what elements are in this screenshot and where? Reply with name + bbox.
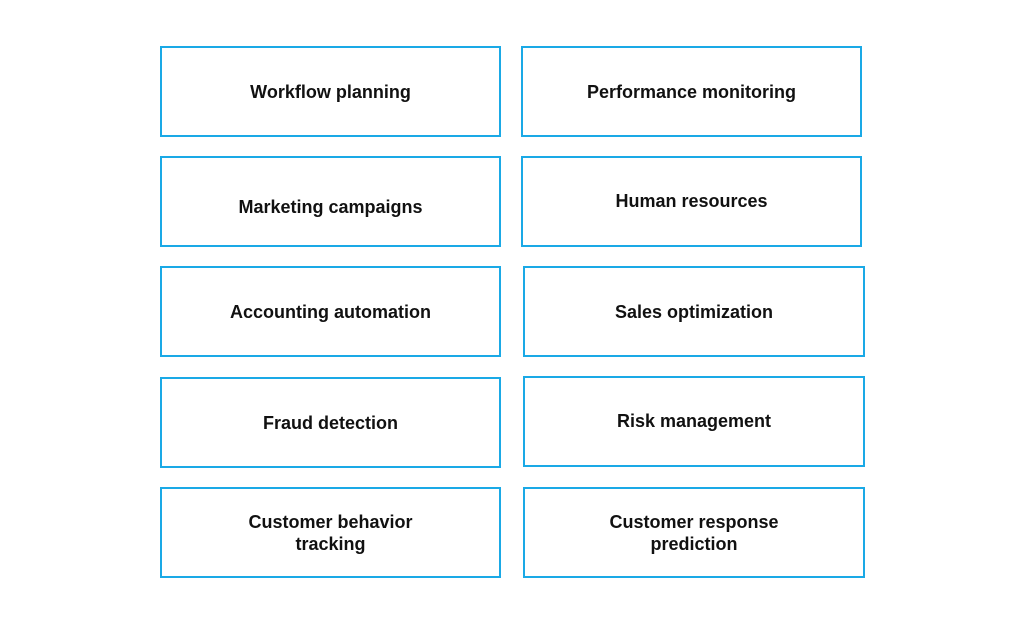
box-label: Performance monitoring bbox=[586, 81, 797, 102]
box-customer-behavior-tracking: Customer behavior tracking bbox=[160, 487, 501, 578]
box-label: Customer response prediction bbox=[609, 511, 779, 554]
box-marketing-campaigns: Marketing campaigns bbox=[160, 156, 501, 247]
box-label: Accounting automation bbox=[230, 301, 431, 322]
box-accounting-automation: Accounting automation bbox=[160, 266, 501, 357]
box-customer-response-prediction: Customer response prediction bbox=[523, 487, 865, 578]
box-human-resources: Human resources bbox=[521, 156, 862, 247]
box-label: Customer behavior tracking bbox=[248, 511, 413, 554]
box-label: Marketing campaigns bbox=[238, 196, 423, 217]
box-sales-optimization: Sales optimization bbox=[523, 266, 865, 357]
box-performance-monitoring: Performance monitoring bbox=[521, 46, 862, 137]
box-label: Sales optimization bbox=[614, 301, 774, 322]
box-workflow-planning: Workflow planning bbox=[160, 46, 501, 137]
box-label: Fraud detection bbox=[262, 412, 398, 433]
box-fraud-detection: Fraud detection bbox=[160, 377, 501, 468]
box-risk-management: Risk management bbox=[523, 376, 865, 467]
box-label: Workflow planning bbox=[250, 81, 411, 102]
box-label: Human resources bbox=[615, 190, 768, 211]
box-label: Risk management bbox=[616, 410, 772, 431]
